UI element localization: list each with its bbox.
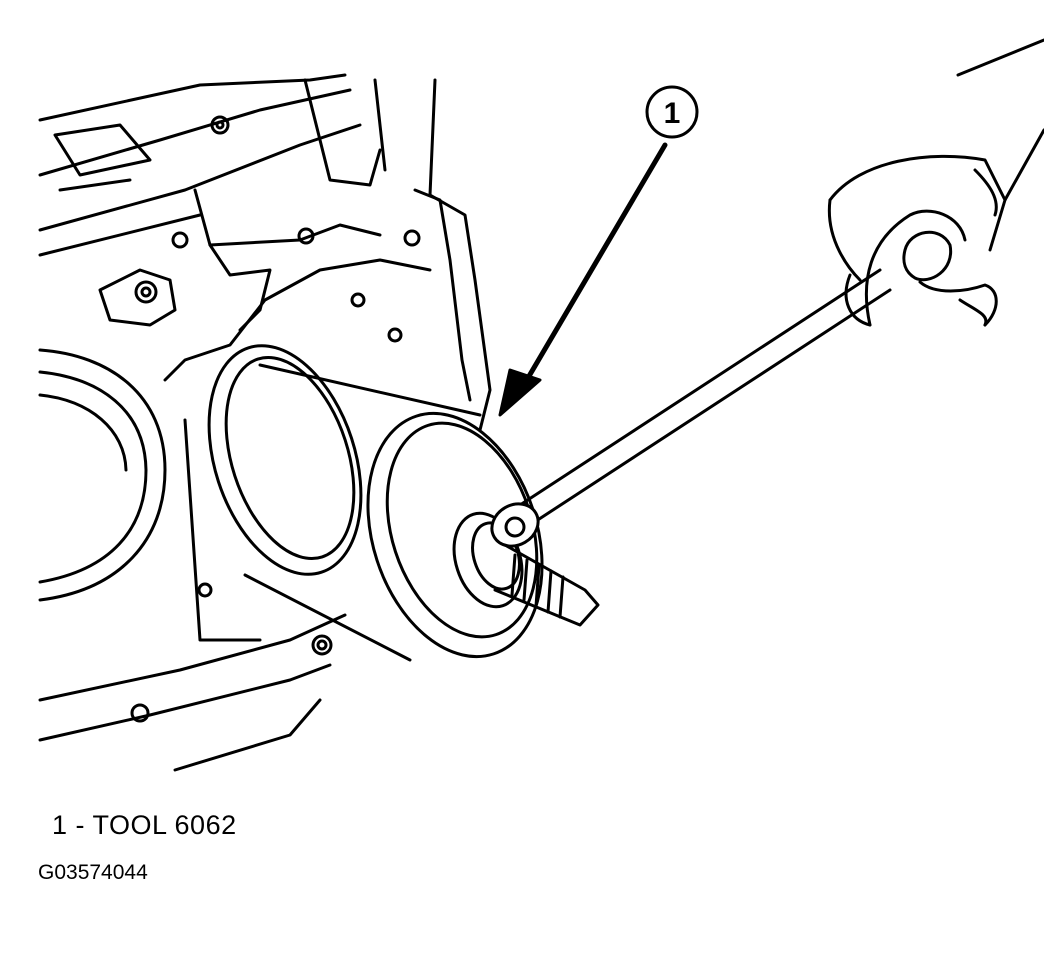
callout-arrow [498,142,668,417]
figure-id: G03574044 [38,861,148,884]
callout-number: 1 [664,97,681,130]
callout-1: 1 [645,85,699,139]
legend-item: 1 - TOOL 6062 [52,810,237,840]
legend: 1 - TOOL 6062 [52,810,237,841]
engine-block [38,73,492,772]
wrench [490,268,892,548]
illustration-svg: 1 [38,38,1044,772]
illustration: 1 [38,38,1044,772]
hand [827,38,1044,327]
